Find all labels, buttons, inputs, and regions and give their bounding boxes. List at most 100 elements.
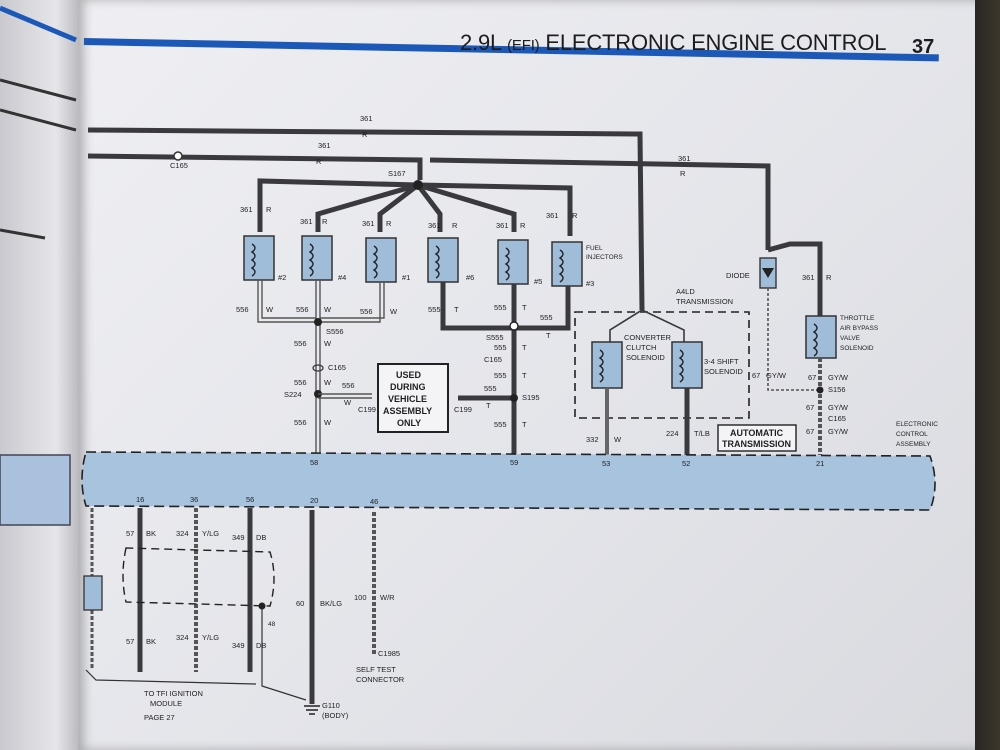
c199-left-label: C199	[358, 405, 376, 414]
used-during-assembly-box: USED DURING VEHICLE ASSEMBLY ONLY	[377, 363, 449, 433]
shift-solenoid	[671, 341, 703, 389]
s167-fanout	[257, 178, 573, 236]
svg-text:T: T	[546, 331, 551, 340]
svg-text:T: T	[454, 305, 459, 314]
svg-text:T/LB: T/LB	[694, 429, 710, 438]
ground-g110: G110 (BODY)	[304, 701, 349, 720]
svg-text:556: 556	[360, 307, 373, 316]
s156-label: S156	[828, 385, 846, 394]
svg-text:#2: #2	[278, 273, 286, 282]
svg-text:361: 361	[802, 273, 815, 282]
svg-text:CONTROL: CONTROL	[896, 431, 928, 438]
wire-361-c165	[87, 153, 423, 180]
page-title: 2.9L (EFI) ELECTRONIC ENGINE CONTROL	[460, 30, 887, 56]
svg-text:556: 556	[294, 378, 307, 387]
injector-group: 361 R #2 361 R #4 361 R #1	[240, 205, 623, 288]
svg-text:G110: G110	[322, 701, 340, 710]
svg-text:R: R	[386, 219, 392, 228]
svg-text:SOLENOID: SOLENOID	[626, 353, 665, 362]
svg-text:53: 53	[602, 459, 610, 468]
svg-text:555: 555	[494, 303, 507, 312]
svg-text:556: 556	[236, 305, 249, 314]
svg-text:36: 36	[190, 495, 198, 504]
automatic-transmission-box: AUTOMATIC TRANSMISSION	[717, 424, 797, 452]
svg-text:60: 60	[296, 599, 304, 608]
wire-color-ra: R	[362, 130, 368, 139]
s195-label: S195	[522, 393, 540, 402]
svg-text:W/R: W/R	[380, 593, 395, 602]
svg-text:SOLENOID: SOLENOID	[704, 367, 743, 376]
svg-text:DB: DB	[256, 533, 266, 542]
svg-text:BK/LG: BK/LG	[320, 599, 342, 608]
injector-1: 361 R #1	[362, 219, 410, 283]
svg-text:59: 59	[510, 458, 518, 467]
c165-mid-right-label: C165	[484, 355, 502, 364]
svg-text:R: R	[322, 217, 328, 226]
svg-text:R: R	[826, 273, 832, 282]
s167-label: S167	[388, 169, 406, 178]
svg-text:#1: #1	[402, 273, 410, 282]
wire-361-right	[429, 157, 771, 250]
wire-label-361c: 361	[678, 154, 691, 163]
svg-text:R: R	[266, 205, 272, 214]
svg-text:R: R	[452, 221, 458, 230]
page-edge-shadow	[975, 0, 1000, 750]
svg-text:46: 46	[370, 497, 378, 506]
svg-text:20: 20	[310, 496, 318, 505]
svg-text:#3: #3	[586, 279, 594, 288]
svg-text:555: 555	[494, 343, 507, 352]
wire-color-rc: R	[680, 169, 686, 178]
lower-wiring	[83, 508, 376, 704]
svg-text:56: 56	[246, 495, 254, 504]
c165-mid-connector	[312, 364, 324, 372]
svg-text:(BODY): (BODY)	[322, 711, 349, 720]
svg-text:#6: #6	[466, 273, 474, 282]
svg-text:555: 555	[428, 305, 441, 314]
svg-text:16: 16	[136, 495, 144, 504]
svg-text:349: 349	[232, 641, 245, 650]
right-page	[78, 0, 978, 750]
svg-text:556: 556	[294, 418, 307, 427]
svg-text:R: R	[572, 211, 578, 220]
s555-splice	[509, 321, 519, 331]
throttle-air-bypass-valve: THROTTLE AIR BYPASS VALVE SOLENOID 361 R…	[752, 273, 879, 455]
svg-text:555: 555	[494, 371, 507, 380]
s556-splice	[314, 318, 322, 326]
svg-text:AIR BYPASS: AIR BYPASS	[840, 325, 879, 332]
svg-text:ELECTRONIC: ELECTRONIC	[896, 421, 938, 428]
s195-splice	[510, 394, 518, 402]
svg-text:DB: DB	[256, 641, 266, 650]
svg-text:GY/W: GY/W	[766, 371, 787, 380]
svg-text:#5: #5	[534, 277, 542, 286]
svg-text:R: R	[520, 221, 526, 230]
svg-text:BK: BK	[146, 637, 156, 646]
tfi-module-label-2: MODULE	[150, 699, 182, 708]
svg-text:361: 361	[496, 221, 509, 230]
electronic-control-assembly: ELECTRONIC CONTROL ASSEMBLY 58 59 53 52 …	[81, 421, 938, 511]
svg-text:224: 224	[666, 429, 679, 438]
svg-text:THROTTLE: THROTTLE	[840, 315, 875, 322]
svg-text:W: W	[324, 418, 332, 427]
svg-text:556: 556	[294, 339, 307, 348]
svg-text:SOLENOID: SOLENOID	[840, 345, 874, 352]
a4ld-transmission-box: A4LD TRANSMISSION CONVERTER CLUTCH SOLEN…	[574, 287, 750, 455]
c165-right-label: C165	[828, 414, 846, 423]
svg-text:58: 58	[310, 458, 318, 467]
wire-label-361a: 361	[360, 114, 373, 123]
svg-text:W: W	[614, 435, 622, 444]
s224-label: S224	[284, 390, 302, 399]
svg-text:VALVE: VALVE	[840, 335, 861, 342]
wires-556	[257, 280, 385, 455]
svg-text:ONLY: ONLY	[397, 418, 421, 428]
svg-text:W: W	[266, 305, 274, 314]
svg-text:555: 555	[494, 420, 507, 429]
svg-text:361: 361	[362, 219, 375, 228]
svg-text:57: 57	[126, 637, 134, 646]
svg-text:T: T	[522, 343, 527, 352]
svg-text:556: 556	[342, 381, 355, 390]
svg-text:#4: #4	[338, 273, 346, 282]
svg-text:361: 361	[300, 217, 313, 226]
wire-color-rb: R	[316, 157, 322, 166]
svg-text:BK: BK	[146, 529, 156, 538]
